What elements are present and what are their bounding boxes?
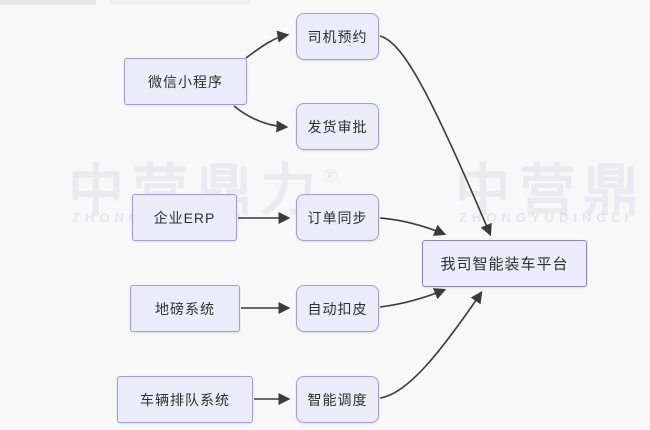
top-edge-artifact xyxy=(0,0,96,5)
node-shipping-approval: 发货审批 xyxy=(296,103,379,150)
edge-order-to-platform xyxy=(379,217,447,236)
node-vehicle-queue-system: 车辆排队系统 xyxy=(117,376,253,423)
edge-driver-to-platform xyxy=(379,35,492,237)
edge-tare-to-platform xyxy=(379,288,447,308)
node-enterprise-erp: 企业ERP xyxy=(132,194,237,241)
node-driver-reservation: 司机预约 xyxy=(296,13,379,60)
top-edge-artifact xyxy=(110,0,250,5)
node-auto-tare: 自动扣皮 xyxy=(296,285,379,332)
node-order-sync: 订单同步 xyxy=(296,194,379,241)
edge-wechat-to-driver xyxy=(245,30,290,59)
edge-dispatch-to-platform xyxy=(379,291,483,399)
node-smart-loading-platform: 我司智能装车平台 xyxy=(422,240,587,287)
node-smart-dispatch: 智能调度 xyxy=(296,376,379,423)
edge-wechat-to-approval xyxy=(233,105,289,133)
node-weighbridge-system: 地磅系统 xyxy=(130,285,240,332)
node-wechat-mini-program: 微信小程序 xyxy=(124,58,247,105)
